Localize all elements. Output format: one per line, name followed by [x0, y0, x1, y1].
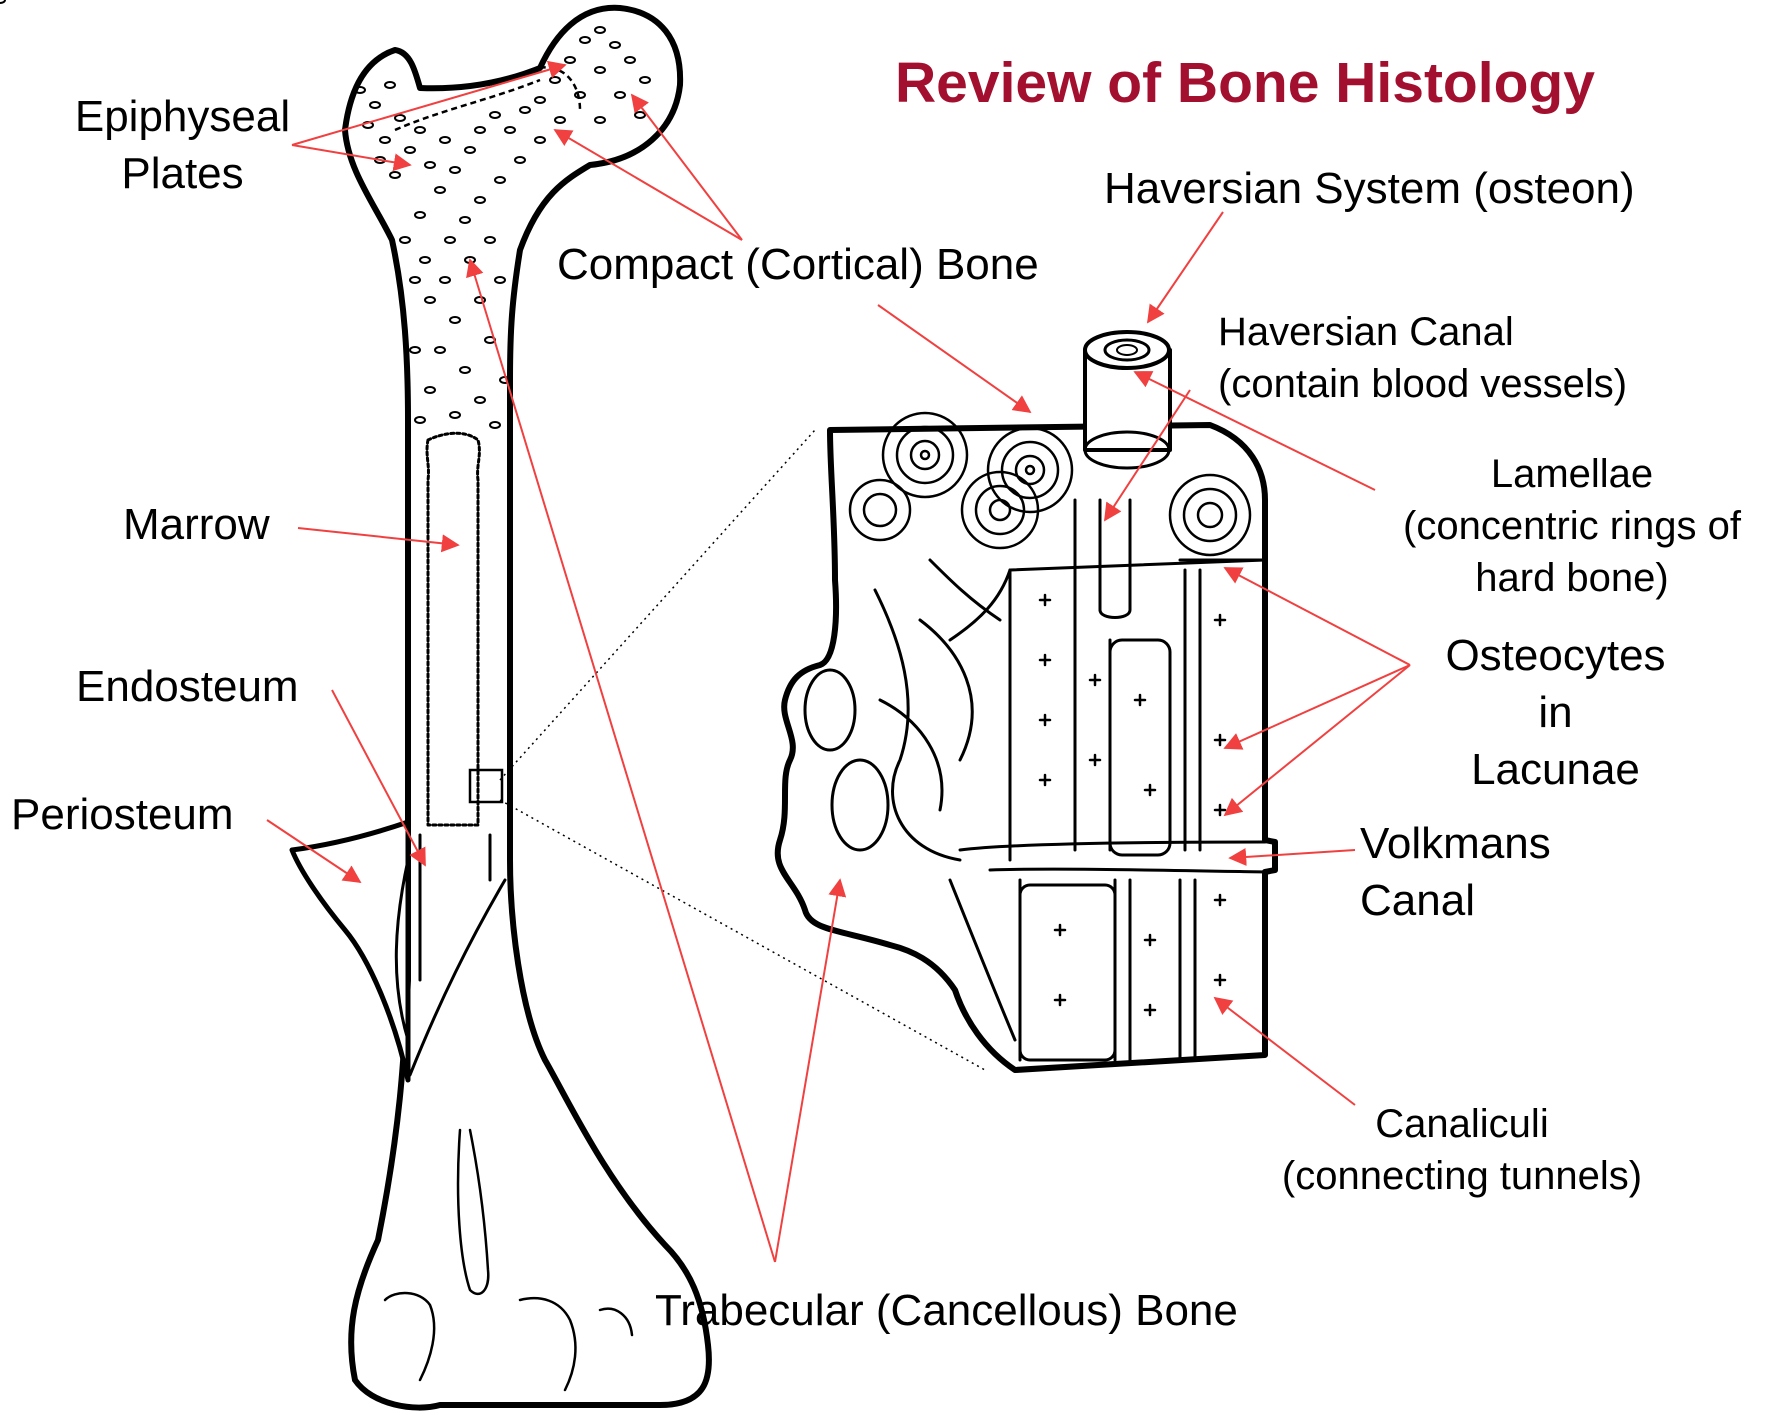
- label-endosteum: Endosteum: [76, 658, 299, 715]
- arrow-haversian-system: [1148, 212, 1223, 322]
- label-line: Canal: [1360, 872, 1551, 929]
- periosteum-flap: [292, 822, 408, 1080]
- label-line: in: [1428, 684, 1683, 741]
- label-osteocytes: Osteocytes in Lacunae: [1428, 627, 1683, 799]
- label-line: Epiphyseal: [65, 88, 300, 145]
- label-haversian-canal: Haversian Canal (contain blood vessels): [1218, 306, 1627, 410]
- label-line: (contain blood vessels): [1218, 358, 1627, 410]
- arrow-compact-3: [878, 305, 1030, 412]
- page-title: Review of Bone Histology: [895, 50, 1595, 116]
- arrow-trabecular-2: [775, 880, 840, 1262]
- label-line: Haversian Canal: [1218, 306, 1627, 358]
- bone-outline: [345, 8, 709, 1408]
- label-line: hard bone): [1382, 552, 1762, 604]
- label-line: Plates: [65, 145, 300, 202]
- label-line: Volkmans: [1360, 815, 1551, 872]
- label-compact-bone: Compact (Cortical) Bone: [557, 236, 1039, 293]
- label-line: Canaliculi: [1262, 1098, 1662, 1150]
- label-line: Lamellae: [1382, 448, 1762, 500]
- label-lamellae: Lamellae (concentric rings of hard bone): [1382, 448, 1762, 604]
- label-haversian-system: Haversian System (osteon): [1104, 160, 1635, 217]
- label-epiphyseal-plates: Epiphyseal Plates: [65, 88, 300, 202]
- label-volkmans-canal: Volkmans Canal: [1360, 815, 1551, 929]
- long-bone: [292, 8, 709, 1408]
- marrow-cavity: [427, 433, 479, 825]
- label-canaliculi: Canaliculi (connecting tunnels): [1262, 1098, 1662, 1202]
- label-line: Osteocytes: [1428, 627, 1683, 684]
- osteon-block: [778, 332, 1275, 1070]
- label-marrow: Marrow: [123, 496, 270, 553]
- label-line: Lacunae: [1428, 741, 1683, 798]
- label-periosteum: Periosteum: [11, 786, 234, 843]
- label-line: (concentric rings of: [1382, 500, 1762, 552]
- label-line: (connecting tunnels): [1262, 1150, 1662, 1202]
- arrow-compact-1: [632, 95, 742, 240]
- label-trabecular-bone: Trabecular (Cancellous) Bone: [655, 1282, 1238, 1339]
